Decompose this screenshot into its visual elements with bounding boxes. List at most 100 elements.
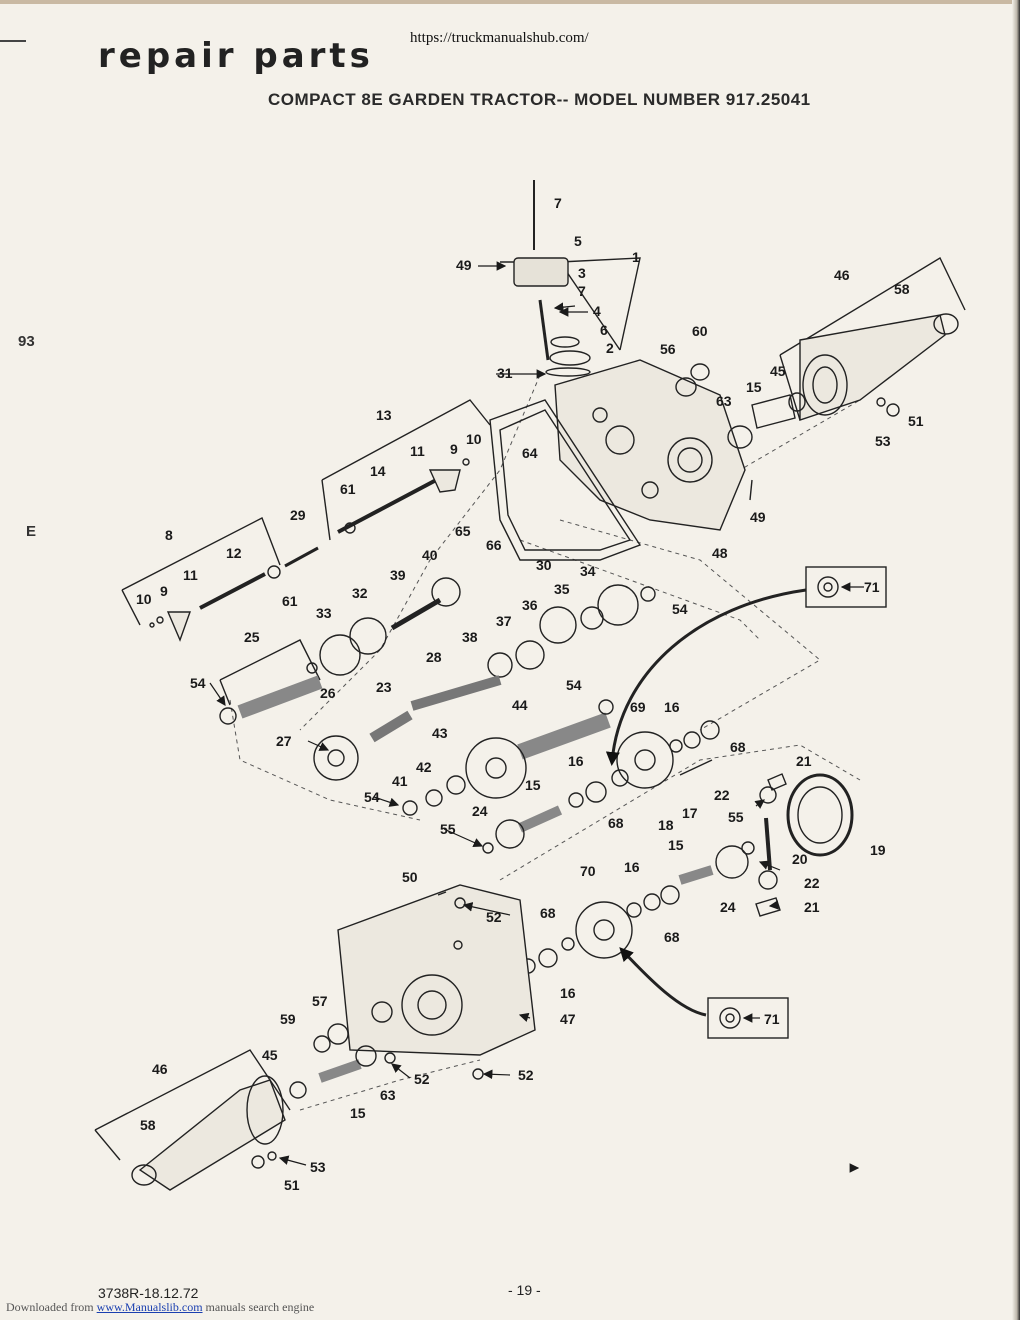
callout-label: 64 (522, 445, 538, 461)
callout-label: 49 (750, 509, 766, 525)
callout-label: 61 (340, 481, 356, 497)
source-url-link[interactable]: https://truckmanualshub.com/ (410, 30, 589, 46)
callout-label: 20 (792, 851, 808, 867)
callout-label: 25 (244, 629, 260, 645)
callout-label: 32 (352, 585, 368, 601)
page-edge-shadow (1012, 0, 1020, 1320)
callout-label: 58 (894, 281, 910, 297)
callout-label: 4 (593, 303, 601, 319)
callout-label: 68 (664, 929, 680, 945)
callout-label: 57 (312, 993, 328, 1009)
callout-label: 63 (716, 393, 732, 409)
manualslib-link[interactable]: www.Manualslib.com (96, 1300, 203, 1314)
callout-label: 8 (165, 527, 173, 543)
callout-label: 21 (796, 753, 812, 769)
callout-label: 7 (554, 195, 562, 211)
callout-label: 16 (568, 753, 584, 769)
callout-label: 27 (276, 733, 292, 749)
download-prefix: Downloaded from (6, 1300, 94, 1314)
callout-label: 51 (908, 413, 924, 429)
callout-label: 52 (486, 909, 502, 925)
callout-label: 50 (402, 869, 418, 885)
callout-label: 13 (376, 407, 392, 423)
callout-label: 56 (660, 341, 676, 357)
margin-text-mid: E (26, 523, 37, 540)
callout-label: 21 (804, 899, 820, 915)
callout-label: 9 (160, 583, 168, 599)
callout-label: 1 (632, 249, 640, 265)
callout-label: 46 (152, 1061, 168, 1077)
callout-label: 54 (190, 675, 206, 691)
callout-label: 14 (370, 463, 386, 479)
callout-label: 55 (728, 809, 744, 825)
callout-label: 53 (875, 433, 891, 449)
margin-text-top: 93 (18, 333, 35, 350)
callout-label: 35 (554, 581, 570, 597)
callout-label: 61 (282, 593, 298, 609)
callout-label: 33 (316, 605, 332, 621)
callout-label: 16 (624, 859, 640, 875)
callout-label: 48 (712, 545, 728, 561)
callout-label: 55 (440, 821, 456, 837)
callout-label: 51 (284, 1177, 300, 1193)
callout-label: 49 (456, 257, 472, 273)
callout-label: 41 (392, 773, 408, 789)
callout-label: 45 (770, 363, 786, 379)
callout-label: 42 (416, 759, 432, 775)
callout-label: 54 (364, 789, 380, 805)
callout-label: 7 (578, 283, 586, 299)
callout-label: 70 (580, 863, 596, 879)
callout-label: 66 (486, 537, 502, 553)
page-number: - 19 - (508, 1282, 541, 1298)
callout-label: 15 (525, 777, 541, 793)
callout-label: 68 (540, 905, 556, 921)
callout-label: 24 (472, 803, 488, 819)
callout-label: 52 (414, 1071, 430, 1087)
callout-label: 15 (746, 379, 762, 395)
callout-label: 5 (574, 233, 582, 249)
callout-label: 10 (136, 591, 152, 607)
callout-label: 11 (183, 567, 198, 583)
callout-label: 63 (380, 1087, 396, 1103)
callout-label: 37 (496, 613, 512, 629)
callout-label: 40 (422, 547, 438, 563)
callout-label: 17 (682, 805, 698, 821)
callout-label: 54 (672, 601, 688, 617)
callout-label: 38 (462, 629, 478, 645)
callout-label: 36 (522, 597, 538, 613)
callout-label: 2 (606, 340, 614, 356)
download-suffix: manuals search engine (205, 1300, 315, 1314)
top-border (0, 0, 1020, 4)
callout-label: 9 (450, 441, 458, 457)
callout-label: 30 (536, 557, 552, 573)
callout-label: 43 (432, 725, 448, 741)
callout-label: 39 (390, 567, 406, 583)
callout-label: 28 (426, 649, 442, 665)
callout-label: 15 (350, 1105, 366, 1121)
callout-label: 10 (466, 431, 482, 447)
callout-label: 22 (804, 875, 820, 891)
callout-label: 16 (560, 985, 576, 1001)
callout-label: 29 (290, 507, 306, 523)
callout-label: 26 (320, 685, 336, 701)
callout-label: 60 (692, 323, 708, 339)
page-title: repair parts (98, 36, 374, 76)
callout-label: 71 (864, 579, 880, 595)
callout-label: 11 (410, 443, 425, 459)
callout-label: 23 (376, 679, 392, 695)
callout-label: 16 (664, 699, 680, 715)
callout-label: 69 (630, 699, 646, 715)
callout-label: 54 (566, 677, 582, 693)
callout-label: 52 (518, 1067, 534, 1083)
callout-label: 59 (280, 1011, 296, 1027)
callout-label: 68 (730, 739, 746, 755)
callout-label: 71 (764, 1011, 780, 1027)
callout-label: 15 (668, 837, 684, 853)
download-footer: Downloaded from www.Manualslib.com manua… (6, 1300, 314, 1315)
callout-label: 47 (560, 1011, 576, 1027)
callout-label: 31 (497, 365, 513, 381)
callout-label: 12 (226, 545, 242, 561)
callout-label: 46 (834, 267, 850, 283)
callout-label: 19 (870, 842, 886, 858)
